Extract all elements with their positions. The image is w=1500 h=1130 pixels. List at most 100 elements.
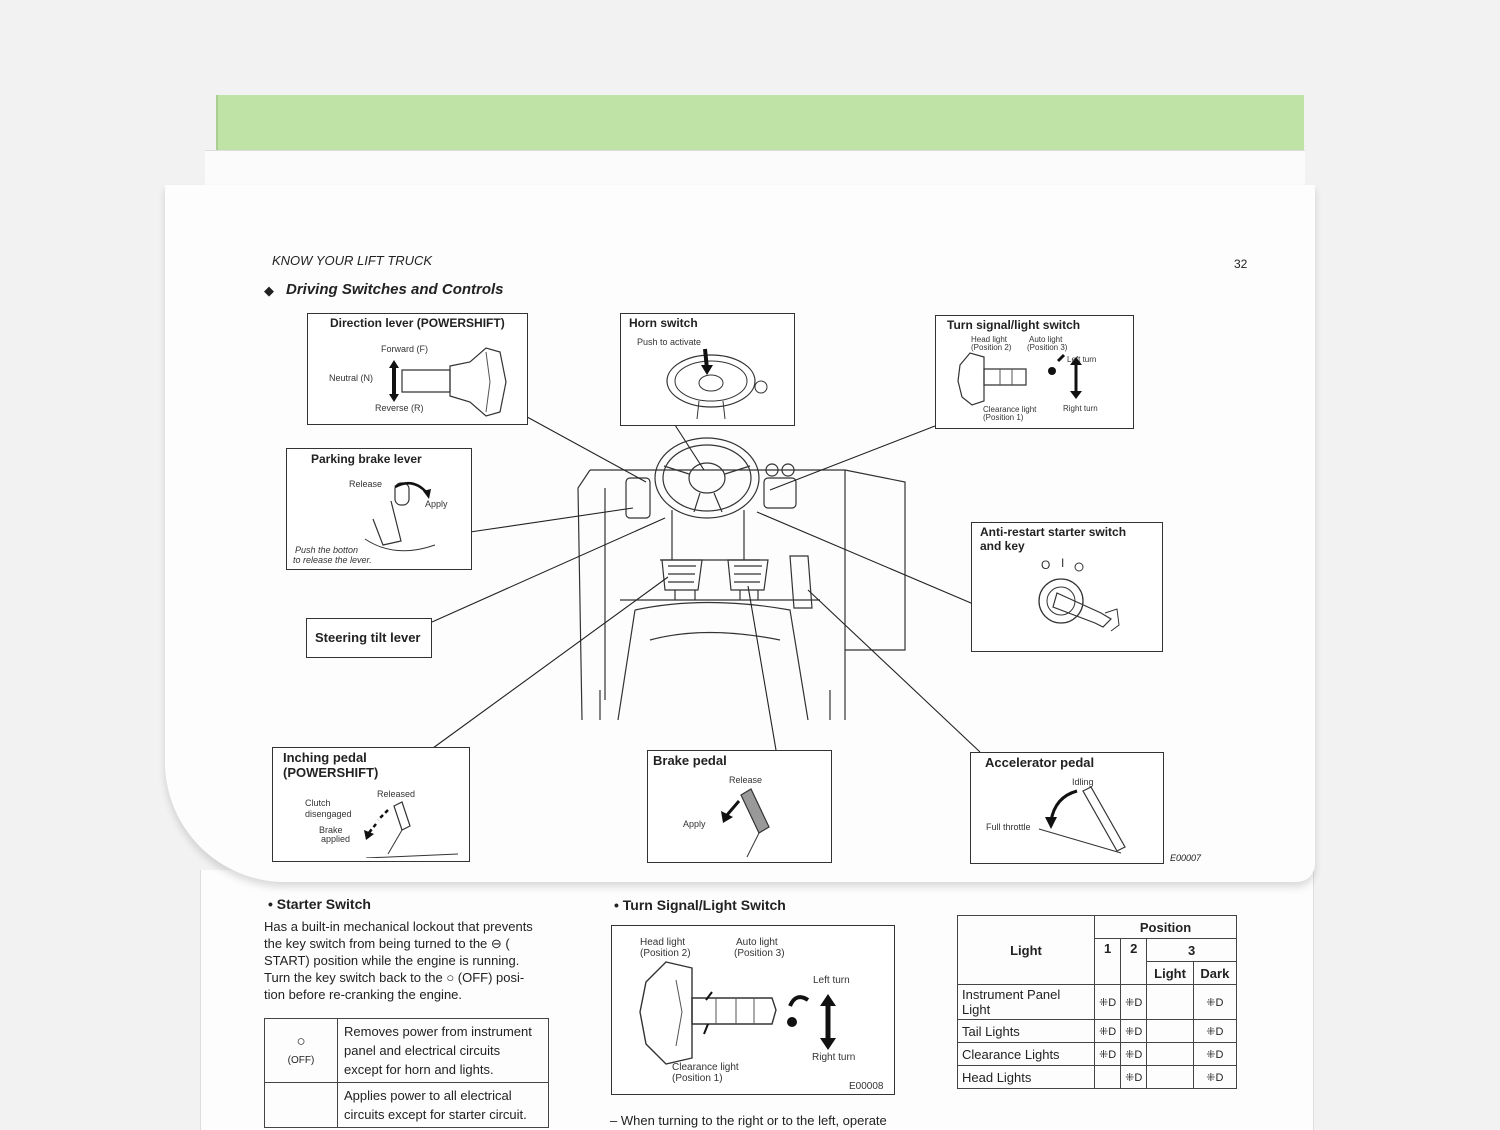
- cell-dark: ⁜D: [1192, 1019, 1238, 1043]
- cell-p2: ⁜D: [1120, 1019, 1148, 1043]
- parking-release: Release: [349, 479, 383, 489]
- fig-right-turn: Right turn: [812, 1052, 856, 1063]
- ts-head-light: Head light: [971, 335, 1008, 344]
- cell-p2: ⁜D: [1120, 1065, 1148, 1089]
- direction-lever-callout: Direction lever (POWERSHIFT) Forward (F)…: [307, 313, 528, 425]
- brake-pedal-title: Brake pedal: [653, 753, 727, 768]
- row-name: Clearance Lights: [957, 1042, 1095, 1066]
- horn-switch-title: Horn switch: [629, 316, 698, 330]
- pos-3-header: 3: [1146, 938, 1237, 962]
- pos-2-header: 2: [1120, 938, 1148, 985]
- page-number: 32: [1234, 257, 1248, 271]
- cell-p1: [1093, 1065, 1122, 1089]
- accelerator-title: Accelerator pedal: [985, 755, 1095, 770]
- accelerator-pedal-drawing: [1038, 786, 1126, 854]
- cell-p1: ⁜D: [1093, 1042, 1122, 1066]
- cell-light: [1146, 1019, 1194, 1043]
- table-row: Light Position: [957, 915, 1237, 985]
- table-row: ○ (OFF) Removes power from instrument pa…: [264, 1018, 549, 1083]
- inching-title-2: (POWERSHIFT): [283, 765, 379, 780]
- cell-p2: ⁜D: [1120, 984, 1148, 1020]
- table-row: Light Dark: [958, 961, 1238, 985]
- inching-brake-1: Brake: [319, 825, 343, 835]
- anti-restart-title-2: and key: [980, 539, 1025, 553]
- fig-clearance: Clearance light: [672, 1062, 739, 1073]
- inching-title-1: Inching pedal: [283, 750, 367, 765]
- starter-key-drawing: O I: [1038, 556, 1120, 632]
- fig-clearance-pos: (Position 1): [672, 1073, 723, 1084]
- ts-auto-light: Auto light: [1029, 335, 1063, 344]
- desc-line: circuits except for starter circuit.: [344, 1107, 527, 1122]
- turn-signal-switch-drawing: [639, 961, 836, 1065]
- fig-code: E00008: [849, 1081, 884, 1092]
- cell-light: [1146, 1042, 1194, 1066]
- section-title: KNOW YOUR LIFT TRUCK: [272, 253, 433, 268]
- table-row: 1 2 3: [958, 938, 1237, 985]
- forward-label: Forward (F): [381, 344, 428, 354]
- light-header: Light: [957, 915, 1095, 985]
- reverse-label: Reverse (R): [375, 403, 424, 413]
- desc-line: panel and electrical circuits: [344, 1043, 501, 1058]
- sub-light-header: Light: [1146, 961, 1194, 985]
- fig-left-turn: Left turn: [813, 975, 850, 986]
- parking-apply: Apply: [425, 499, 448, 509]
- ts-head-light-pos: (Position 2): [971, 343, 1012, 352]
- cell-light: [1146, 1065, 1194, 1089]
- on-symbol-cell: [264, 1082, 338, 1128]
- heading-bullet: ◆: [264, 283, 274, 298]
- ts-left-turn: Left turn: [1067, 355, 1097, 364]
- row-name: Tail Lights: [957, 1019, 1095, 1043]
- on-description: Applies power to all electrical circuits…: [337, 1082, 549, 1128]
- desc-line: Removes power from instrument: [344, 1024, 532, 1039]
- inching-clutch-1: Clutch: [305, 798, 331, 808]
- cell-p1: ⁜D: [1093, 1019, 1122, 1043]
- off-symbol: ○: [296, 1032, 306, 1050]
- parking-brake-title: Parking brake lever: [311, 452, 422, 466]
- brake-apply: Apply: [683, 819, 706, 829]
- parking-note-1: Push the botton: [295, 545, 359, 555]
- table-row: Applies power to all electrical circuits…: [264, 1082, 549, 1128]
- parking-note-2: to release the lever.: [293, 555, 372, 565]
- turn-signal-callout: Turn signal/light switch Head light (Pos…: [935, 315, 1134, 429]
- off-description: Removes power from instrument panel and …: [337, 1018, 549, 1083]
- steering-tilt-callout: Steering tilt lever: [306, 618, 432, 658]
- fig-head-light-pos: (Position 2): [640, 948, 691, 959]
- page-heading: Driving Switches and Controls: [286, 281, 504, 298]
- row-name-line: Instrument Panel: [962, 987, 1061, 1002]
- table-row: Tail Lights ⁜D ⁜D ⁜D: [957, 1019, 1238, 1043]
- steering-tilt-title: Steering tilt lever: [315, 630, 421, 645]
- cell-p1: ⁜D: [1093, 984, 1122, 1020]
- horn-note: Push to activate: [637, 337, 702, 347]
- starter-line-4: Turn the key switch back to the ○ (OFF) …: [264, 970, 525, 985]
- desc-line: Applies power to all electrical: [344, 1088, 512, 1103]
- inching-pedal-drawing: [364, 801, 459, 858]
- table-row: Head Lights ⁜D ⁜D: [957, 1065, 1238, 1089]
- fig-auto-light: Auto light: [736, 937, 778, 948]
- starter-switch-table: ○ (OFF) Removes power from instrument pa…: [264, 1018, 549, 1128]
- svg-text:I: I: [1061, 556, 1064, 570]
- row-name: Head Lights: [957, 1065, 1095, 1089]
- row-name-line: Light: [962, 1002, 991, 1017]
- accel-idling: Idling: [1072, 777, 1094, 787]
- horn-switch-callout: Horn switch Push to activate: [620, 313, 795, 426]
- accelerator-pedal-callout: Accelerator pedal Idling Full throttle: [970, 752, 1164, 864]
- cell-dark: ⁜D: [1192, 1042, 1238, 1066]
- inching-brake-2: applied: [321, 834, 351, 844]
- direction-lever-drawing: [389, 347, 507, 417]
- horn-switch-drawing: [666, 348, 768, 420]
- starter-line-5: tion before re-cranking the engine.: [264, 987, 463, 1002]
- cell-dark: ⁜D: [1192, 984, 1238, 1020]
- brake-release: Release: [729, 775, 763, 785]
- parking-brake-callout: Parking brake lever Release Apply Push t…: [286, 448, 472, 570]
- starter-line-1: Has a built-in mechanical lockout that p…: [264, 919, 533, 934]
- fig-auto-light-pos: (Position 3): [734, 948, 785, 959]
- turn-signal-figure: Head light (Position 2) Auto light (Posi…: [611, 925, 895, 1095]
- ts-clearance-pos: (Position 1): [983, 413, 1024, 422]
- brake-pedal-drawing: [721, 788, 770, 858]
- brake-pedal-callout: Brake pedal Release Apply: [647, 750, 832, 863]
- starter-line-2: the key switch from being turned to the …: [264, 936, 510, 951]
- turn-signal-drawing: [957, 352, 1082, 406]
- turn-signal-cut-text: – When turning to the right or to the le…: [610, 1113, 887, 1128]
